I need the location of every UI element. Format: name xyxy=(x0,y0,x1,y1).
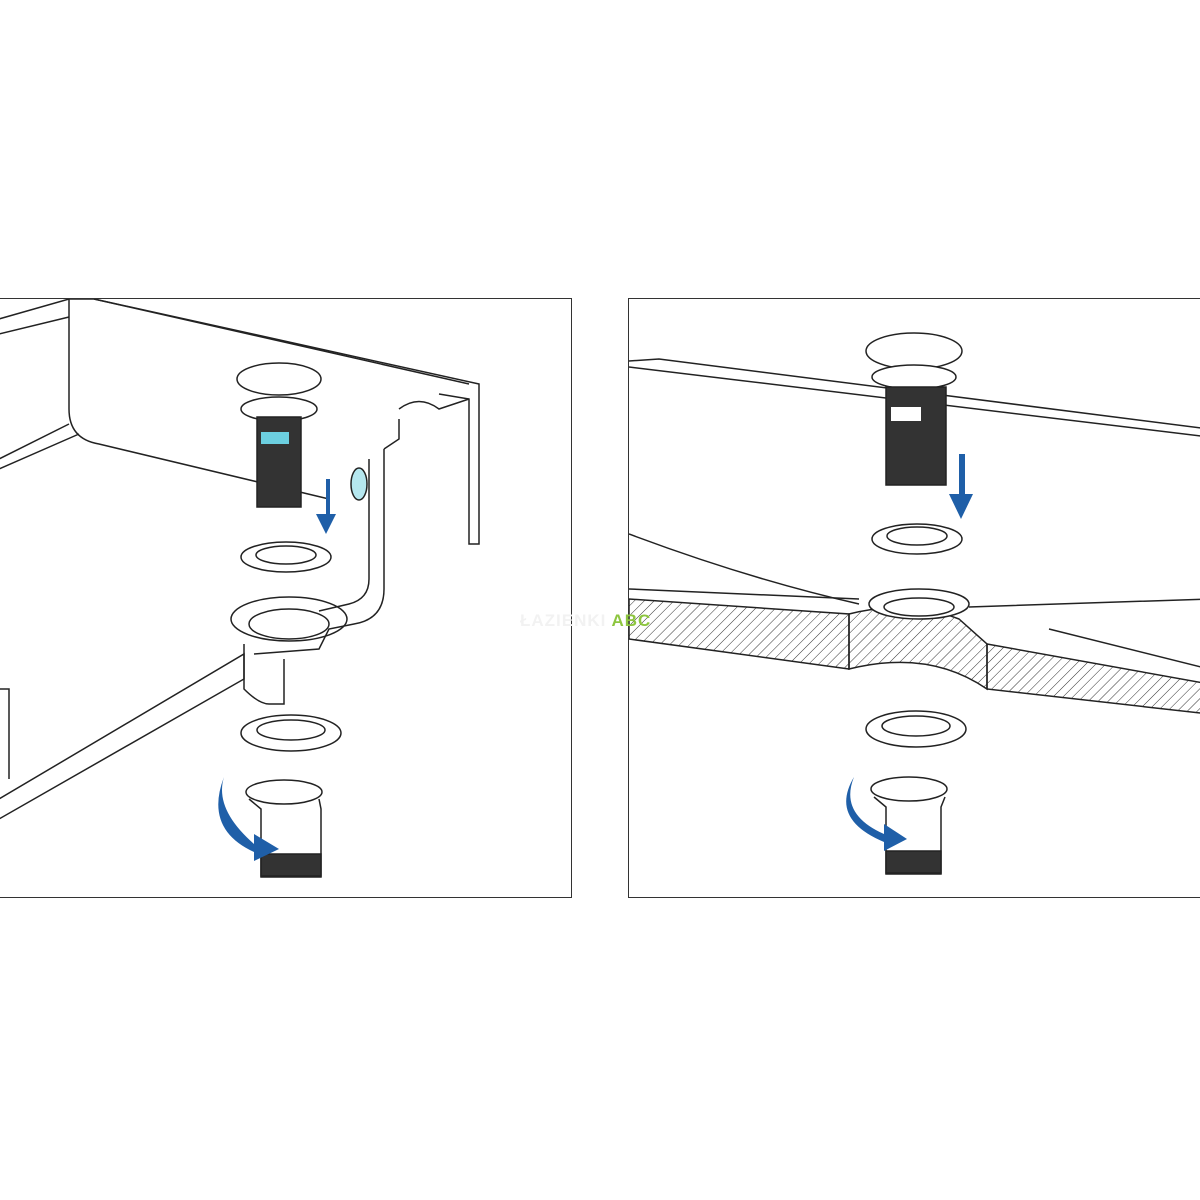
lower-washer xyxy=(865,710,967,748)
overflow-channel xyxy=(253,419,400,655)
upper-washer xyxy=(871,523,963,555)
popup-plug xyxy=(865,332,963,486)
drain-body xyxy=(245,779,323,878)
panel-sink-with-overflow xyxy=(0,298,572,898)
watermark: ŁAZIENKI ABC xyxy=(520,611,651,631)
watermark-brand: ABC xyxy=(611,611,652,630)
watermark-faint-text: ŁAZIENKI xyxy=(520,611,607,630)
panel-countertop-basin xyxy=(628,298,1200,898)
countertop-section xyxy=(629,588,1200,714)
drain-body xyxy=(870,776,948,875)
upper-washer xyxy=(240,541,332,573)
down-arrow xyxy=(316,479,336,534)
down-arrow xyxy=(949,454,973,519)
drain-hole xyxy=(230,596,348,705)
rotate-arrow xyxy=(846,777,907,851)
popup-plug xyxy=(236,362,322,508)
overflow-hole-highlight xyxy=(350,467,368,501)
rotate-arrow xyxy=(218,777,279,861)
lower-washer xyxy=(240,714,342,752)
